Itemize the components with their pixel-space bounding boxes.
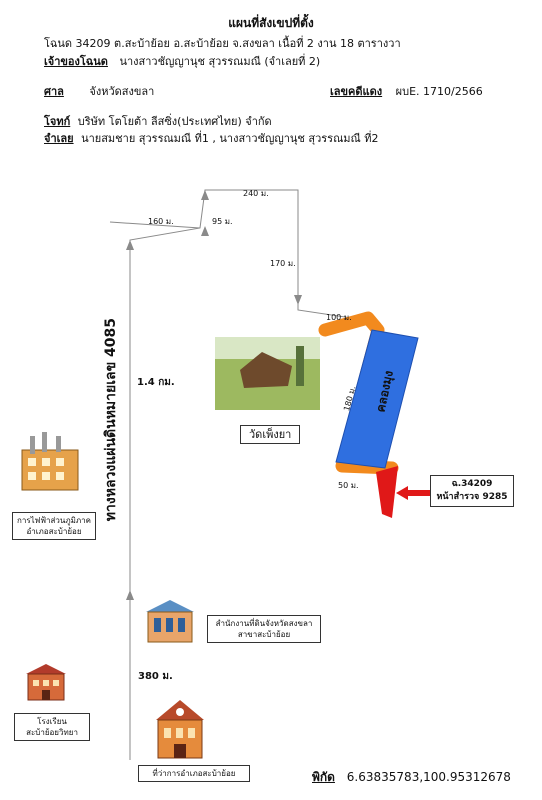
parcel-shape — [376, 466, 398, 518]
case-row: เลขคดีแดง ผบE. 1710/2566 — [330, 82, 483, 100]
orange-access-road — [318, 311, 399, 475]
temple-photo-building — [240, 352, 292, 388]
land-office-icon — [146, 600, 194, 643]
owner-row: เจ้าของโฉนด นางสาวชัญญานุช สุวรรณมณี (จำ… — [44, 52, 320, 70]
defendant-row: จำเลย นายสมชาย สุวรรณมณี ที่1 , นางสาวชั… — [44, 129, 379, 147]
electricity-label-line2: อำเภอสะบ้าย้อย — [26, 527, 82, 536]
arrow-up-4 — [201, 190, 209, 200]
district-office-icon — [156, 700, 204, 759]
court-row: ศาล จังหวัดสงขลา — [44, 82, 154, 100]
route-segment-160 — [109, 221, 201, 229]
distance-100: 100 ม. — [326, 313, 352, 322]
defendant-value: นายสมชาย สุวรรณมณี ที่1 , นางสาวชัญญานุช… — [81, 132, 379, 145]
temple-label: วัดเพ็งยา — [240, 425, 301, 444]
arrow-up-2 — [126, 590, 134, 600]
coordinates-row: พิกัด 6.63835783,100.95312678 — [312, 768, 511, 787]
school-label: โรงเรียน สะบ้าย้อยวิทยา — [14, 713, 90, 741]
distance-380: 380 ม. — [138, 671, 173, 682]
canal-shape — [335, 329, 419, 469]
school-label-line2: สะบ้าย้อยวิทยา — [26, 728, 78, 737]
electricity-label: การไฟฟ้าส่วนภูมิภาค อำเภอสะบ้าย้อย — [12, 512, 96, 540]
parcel-survey-row: หน้าสำรวจ 9285 — [434, 491, 510, 504]
arrow-up-1 — [126, 240, 134, 250]
map-title: แผนที่สังเขปที่ตั้ง — [228, 16, 314, 30]
school-label-line1: โรงเรียน — [37, 717, 67, 726]
temple-photo-tree — [296, 346, 304, 386]
distance-160: 160 ม. — [148, 217, 174, 226]
parcel-survey-label: หน้าสำรวจ — [436, 492, 480, 502]
land-office-label-line2: สาขาสะบ้าย้อย — [237, 630, 291, 639]
distance-95: 95 ม. — [212, 217, 233, 226]
land-office-label-line1: สำนักงานที่ดินจังหวัดสงขลา — [215, 619, 313, 628]
court-value: จังหวัดสงขลา — [89, 85, 155, 98]
deed-line: โฉนด 34209 ต.สะบ้าย้อย อ.สะบ้าย้อย จ.สงข… — [44, 37, 401, 50]
plaintiff-row: โจทก์ บริษัท โตโยต้า ลีสซิ่ง(ประเทศไทย) … — [44, 112, 272, 130]
arrow-up-3 — [201, 226, 209, 236]
parcel-id: ฉ.34209 — [451, 479, 493, 489]
distance-1-4km: 1.4 กม. — [137, 377, 175, 388]
highway-label: ทางหลวงแผ่นดินหมายเลข 4085 — [103, 318, 119, 522]
parcel-survey-number: 9285 — [482, 492, 508, 502]
distance-50: 50 ม. — [338, 481, 359, 490]
distance-240: 240 ม. — [243, 189, 269, 198]
temple-photo — [215, 337, 320, 410]
case-label: เลขคดีแดง — [330, 85, 383, 98]
school-icon — [26, 664, 66, 701]
parcel-pointer-arrow — [396, 486, 430, 500]
electricity-label-line1: การไฟฟ้าส่วนภูมิภาค — [17, 516, 91, 525]
court-label: ศาล — [44, 85, 64, 98]
defendant-label: จำเลย — [44, 132, 74, 145]
plaintiff-value: บริษัท โตโยต้า ลีสซิ่ง(ประเทศไทย) จำกัด — [77, 115, 272, 128]
land-office-label: สำนักงานที่ดินจังหวัดสงขลา สาขาสะบ้าย้อย — [207, 615, 321, 643]
case-value: ผบE. 1710/2566 — [395, 85, 483, 98]
electricity-building-icon — [21, 432, 79, 491]
coordinates-label: พิกัด — [312, 770, 335, 784]
owner-value: นางสาวชัญญานุช สุวรรณมณี (จำเลยที่ 2) — [119, 55, 321, 68]
distance-170: 170 ม. — [270, 259, 296, 268]
plaintiff-label: โจทก์ — [44, 115, 71, 128]
owner-label: เจ้าของโฉนด — [44, 55, 108, 68]
district-office-label: ที่ว่าการอำเภอสะบ้าย้อย — [138, 765, 250, 782]
temple-photo-sky — [215, 337, 320, 359]
coordinates-value: 6.63835783,100.95312678 — [346, 770, 511, 784]
parcel-info-box: ฉ.34209 หน้าสำรวจ 9285 — [430, 475, 514, 507]
arrow-down-1 — [294, 295, 302, 305]
